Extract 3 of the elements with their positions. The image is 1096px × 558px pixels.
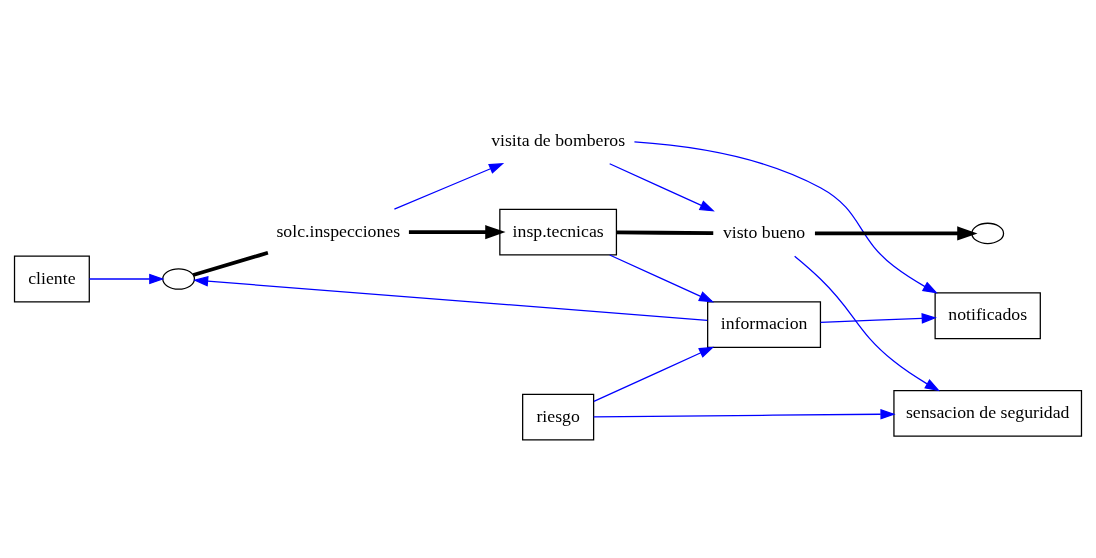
- node-text: visto bueno: [722, 222, 806, 243]
- node-text: solc.inspecciones: [276, 220, 401, 241]
- node-text: visita de bomberos: [491, 129, 626, 150]
